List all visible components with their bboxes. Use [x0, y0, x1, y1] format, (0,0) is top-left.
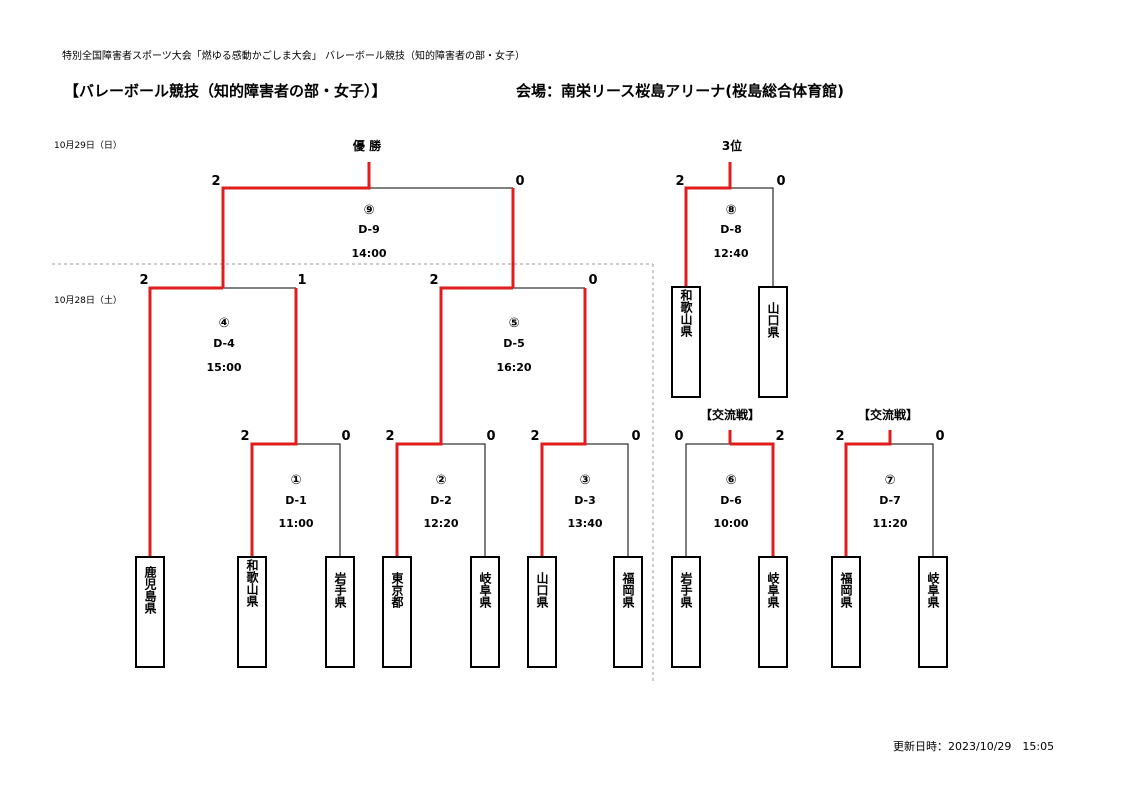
team-name: 岐阜県: [766, 571, 780, 609]
match-number: ③: [579, 473, 590, 488]
score: 2: [385, 429, 394, 444]
match-time: 10:00: [713, 517, 748, 530]
team-name: 和歌山県: [679, 288, 693, 338]
exchange-label: 【交流戦】: [858, 407, 918, 422]
team-box-fukuoka: [613, 556, 643, 668]
team-name: 山口県: [535, 571, 549, 609]
team-box-tokyo: [382, 556, 412, 668]
match-time: 11:20: [872, 517, 907, 530]
match-code: D-8: [720, 223, 742, 236]
match-time: 15:00: [206, 361, 241, 374]
team-name: 和歌山県: [245, 558, 259, 608]
champion-label: 優 勝: [352, 138, 382, 153]
team-name: 岐阜県: [478, 571, 492, 609]
match-code: D-7: [879, 494, 901, 507]
score: 2: [775, 429, 784, 444]
team-name: 福岡県: [621, 571, 635, 609]
match-time: 12:40: [713, 247, 748, 260]
date-day2: 10月29日（日）: [54, 141, 122, 151]
exchange-label: 【交流戦】: [700, 407, 760, 422]
page-title: 【バレーボール競技（知的障害者の部・女子）】: [64, 82, 387, 100]
match-time: 14:00: [351, 247, 386, 260]
match-code: D-6: [720, 494, 742, 507]
match-time: 13:40: [567, 517, 602, 530]
match-number: ⑤: [508, 316, 519, 331]
score: 2: [240, 429, 249, 444]
match-code: D-2: [430, 494, 452, 507]
event-header: 特別全国障害者スポーツ大会「燃ゆる感動かごしま大会」 バレーボール競技（知的障害…: [62, 51, 525, 62]
match-code: D-1: [285, 494, 307, 507]
match-time: 11:00: [278, 517, 313, 530]
match-code: D-5: [503, 337, 525, 350]
score: 2: [211, 174, 220, 189]
score: 0: [515, 174, 524, 189]
team-name: 岩手県: [333, 571, 347, 609]
team-name: 東京都: [390, 571, 404, 609]
team-box-gifu: [470, 556, 500, 668]
match-code: D-9: [358, 223, 380, 236]
team-box-yamaguchi-top: [758, 286, 788, 398]
team-box-gifu-b: [758, 556, 788, 668]
match-number: ④: [218, 316, 229, 331]
score: 2: [429, 273, 438, 288]
team-box-iwate: [325, 556, 355, 668]
match-number: ⑧: [725, 203, 736, 218]
score: 2: [530, 429, 539, 444]
team-name: 山口県: [766, 301, 780, 339]
match-number: ⑦: [884, 473, 895, 488]
team-box-wakayama: [237, 556, 267, 668]
team-name: 岩手県: [679, 571, 693, 609]
date-day1: 10月28日（土）: [54, 296, 122, 306]
team-box-kagoshima: [135, 556, 165, 668]
score: 0: [588, 273, 597, 288]
team-name: 鹿児島県: [143, 565, 157, 615]
team-name: 岐阜県: [926, 571, 940, 609]
third-place-label: 3位: [722, 138, 742, 153]
score: 1: [297, 273, 306, 288]
score: 2: [675, 174, 684, 189]
venue-label: 会場：南栄リース桜島アリーナ(桜島総合体育館): [516, 82, 844, 100]
score: 0: [935, 429, 944, 444]
match-number: ⑥: [725, 473, 736, 488]
score: 0: [486, 429, 495, 444]
team-box-gifu-c: [918, 556, 948, 668]
score: 0: [341, 429, 350, 444]
match-number: ②: [435, 473, 446, 488]
updated-timestamp: 更新日時：2023/10/29 15:05: [893, 740, 1055, 753]
score: 2: [835, 429, 844, 444]
team-box-yamaguchi: [527, 556, 557, 668]
score: 2: [139, 273, 148, 288]
team-box-iwate-b: [671, 556, 701, 668]
team-box-fukuoka-b: [831, 556, 861, 668]
score: 0: [776, 174, 785, 189]
team-name: 福岡県: [839, 571, 853, 609]
match-number: ①: [290, 473, 301, 488]
score: 0: [674, 429, 683, 444]
score: 0: [631, 429, 640, 444]
match-time: 12:20: [423, 517, 458, 530]
match-number: ⑨: [363, 203, 374, 218]
match-code: D-3: [574, 494, 596, 507]
match-time: 16:20: [496, 361, 531, 374]
team-box-wakayama-top: [671, 286, 701, 398]
winner-lines: [148, 162, 892, 557]
match-code: D-4: [213, 337, 235, 350]
